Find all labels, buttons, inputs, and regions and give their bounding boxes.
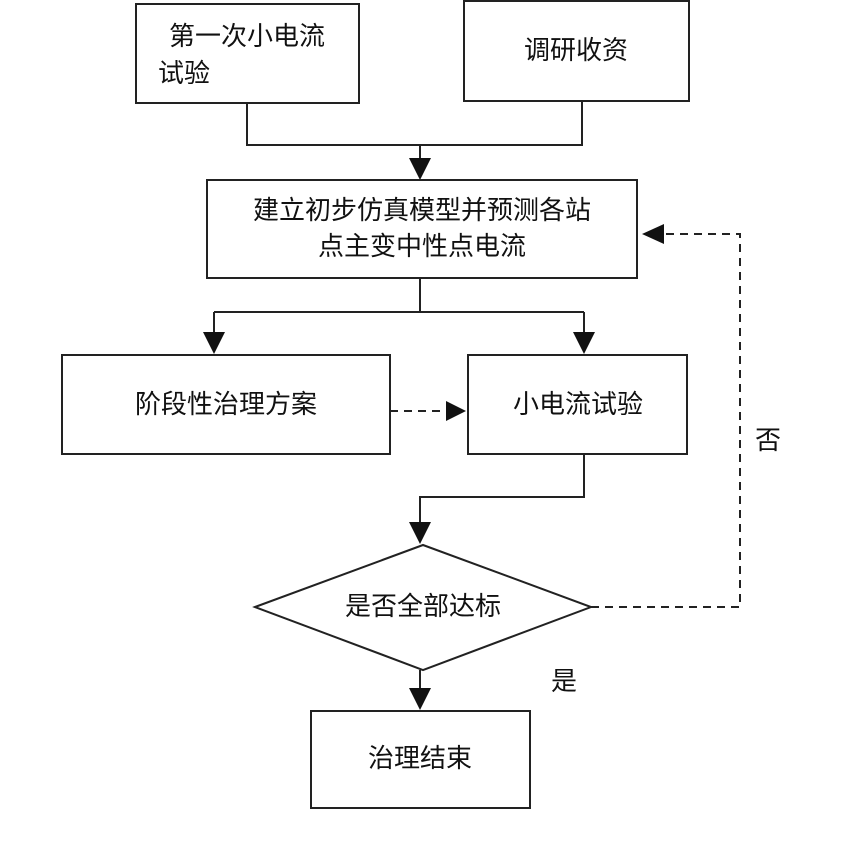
merge-connector xyxy=(246,101,583,180)
decision-label: 是否全部达标 xyxy=(345,592,501,622)
research-node: 调研收资 xyxy=(463,0,690,102)
model-line1: 建立初步仿真模型并预测各站 xyxy=(253,196,591,226)
yes-label: 是 xyxy=(551,667,577,697)
end-node: 治理结束 xyxy=(310,710,531,809)
no-label: 否 xyxy=(755,426,781,456)
small-test-label: 小电流试验 xyxy=(513,390,643,420)
decision-node: 是否全部达标 xyxy=(252,543,594,672)
model-line2: 点主变中性点电流 xyxy=(318,232,526,262)
research-label: 调研收资 xyxy=(524,36,628,66)
yes-connector: 是 xyxy=(409,667,577,710)
first-test-line1: 第一次小电流 xyxy=(169,22,325,52)
arrow-to-plan xyxy=(203,332,225,354)
plan-node: 阶段性治理方案 xyxy=(61,354,391,455)
model-node: 建立初步仿真模型并预测各站 点主变中性点电流 xyxy=(206,179,638,279)
first-test-node: 第一次小电流 试验 xyxy=(135,3,360,104)
arrow-to-small-test xyxy=(573,332,595,354)
no-feedback-loop: 否 xyxy=(591,224,781,608)
split-connector xyxy=(203,278,595,354)
test-to-decision-connector xyxy=(409,454,585,544)
plan-label: 阶段性治理方案 xyxy=(135,390,317,420)
first-test-line2: 试验 xyxy=(158,59,210,89)
small-test-node: 小电流试验 xyxy=(467,354,688,455)
arrow-to-model xyxy=(409,158,431,180)
plan-to-test-dashed-arrow xyxy=(390,401,466,421)
end-label: 治理结束 xyxy=(368,744,472,774)
